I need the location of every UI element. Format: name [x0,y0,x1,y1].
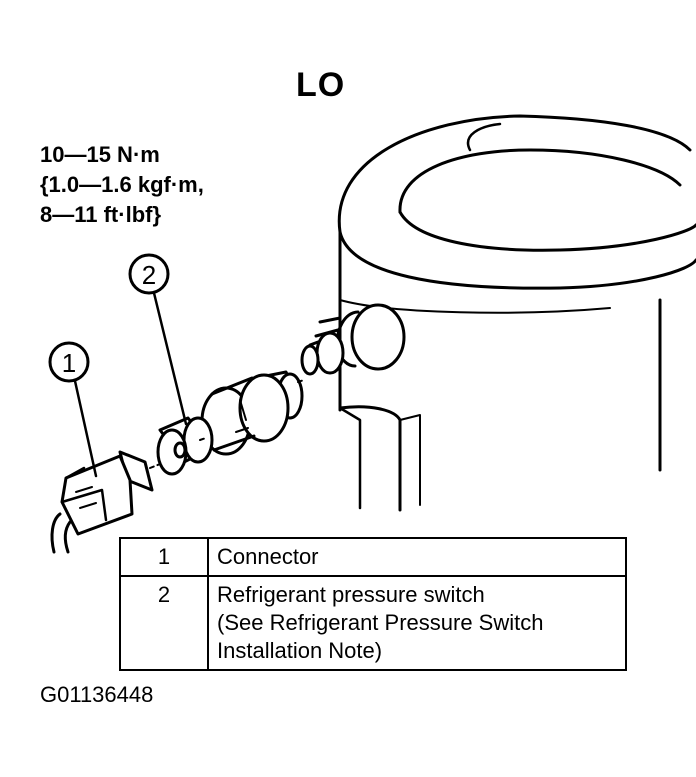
legend-description-line: Connector [217,544,319,569]
torque-specification: 10—15 N·m {1.0—1.6 kgf·m, 8—11 ft·lbf} [40,140,204,230]
legend-description: Refrigerant pressure switch (See Refrige… [207,575,627,671]
switch-sleeve [156,416,214,476]
parts-legend-table: 1 Connector 2 Refrigerant pressure switc… [119,537,627,671]
refrigerant-pressure-switch [200,370,304,456]
callout-2 [128,253,188,426]
diagram-title: LO [296,66,346,104]
legend-description-line: (See Refrigerant Pressure Switch [217,610,544,635]
callout-2-number: 2 [142,260,156,290]
alignment-line [149,379,305,469]
legend-description-line: Refrigerant pressure switch [217,582,485,607]
legend-description: Connector [207,537,627,577]
torque-spec-line: {1.0—1.6 kgf·m, [40,172,204,197]
pressure-fitting [300,303,406,376]
compressor-cylinder [337,114,696,512]
legend-row: 2 Refrigerant pressure switch (See Refri… [119,575,627,671]
callout-1-number: 1 [62,348,76,378]
torque-spec-line: 8—11 ft·lbf} [40,202,162,227]
legend-row: 1 Connector [119,537,627,577]
legend-description-line: Installation Note) [217,638,383,663]
figure-id: G01136448 [40,682,154,707]
connector [50,450,154,554]
legend-number: 2 [119,575,209,671]
torque-spec-line: 10—15 N·m [40,142,160,167]
legend-number: 1 [119,537,209,577]
callout-1 [48,341,98,478]
